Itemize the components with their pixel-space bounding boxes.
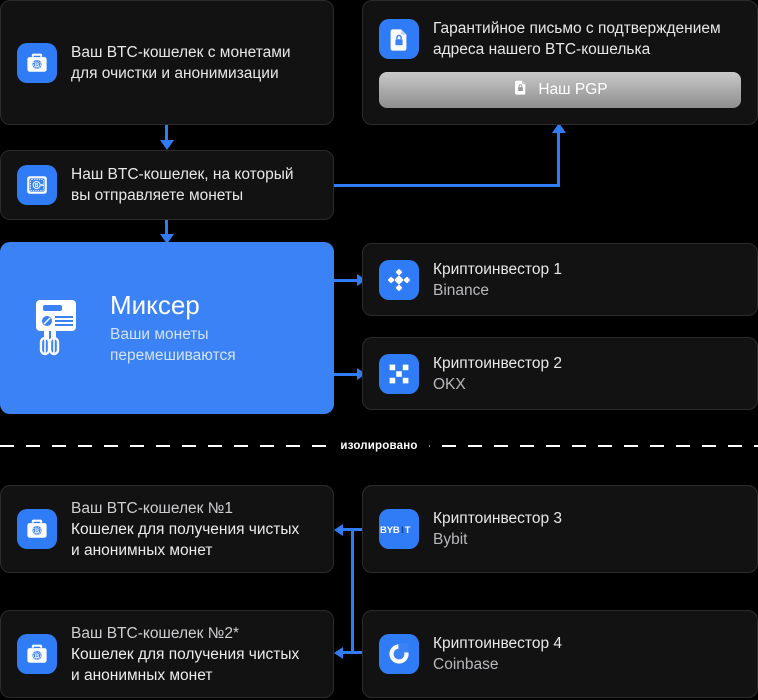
arrow-our-to-guarantee	[551, 123, 566, 133]
mixer-text: Миксер Ваши монеты перемешиваются	[110, 290, 236, 366]
btc-wallet-icon: B	[17, 42, 57, 83]
bybit-icon: BYB I T	[379, 509, 419, 549]
connector-investor3-to-bus	[351, 528, 362, 531]
card-guarantee-letter[interactable]: Гарантийное письмо с подтверждением адре…	[362, 0, 758, 125]
connector-our-to-guarantee-h	[334, 183, 560, 187]
investor-1-label: Криптоинвестор 1 Binance	[433, 259, 562, 301]
guarantee-header: Гарантийное письмо с подтверждением адре…	[379, 18, 741, 60]
investor-2-label: Криптоинвестор 2 OKX	[433, 353, 562, 395]
connector-source-to-our	[165, 125, 168, 143]
binance-icon	[379, 259, 419, 300]
okx-icon	[379, 353, 419, 394]
connector-investor4-to-bus	[351, 651, 362, 654]
clean-wallet-1-line3: и анонимных монет	[71, 541, 213, 559]
mixer-title: Миксер	[110, 290, 200, 320]
card-investor-4[interactable]: Криптоинвестор 4 Coinbase	[362, 610, 758, 698]
investor-4-title: Криптоинвестор 4	[433, 635, 562, 652]
clean-wallet-2-line2: Кошелек для получения чистых	[71, 645, 300, 663]
svg-text:BYB: BYB	[380, 525, 400, 536]
clean-wallet-2-label: Ваш BTC-кошелек №2* Кошелек для получени…	[71, 623, 299, 686]
document-lock-icon	[379, 18, 419, 59]
our-wallet-line2: вы отправляете монеты	[71, 187, 244, 204]
connector-our-to-guarantee-v	[557, 132, 560, 186]
investor-2-title: Криптоинвестор 2	[433, 354, 562, 372]
our-pgp-button-label: Наш PGP	[538, 80, 608, 98]
clean-wallet-1-title: Ваш BTC-кошелек №1	[71, 499, 233, 517]
document-lock-small-icon	[512, 78, 529, 101]
investor-4-exchange: Coinbase	[433, 656, 499, 673]
svg-text:B: B	[35, 183, 39, 189]
arrow-mixer-to-investor1	[357, 274, 366, 286]
mixer-sub-line1: Ваши монеты	[110, 326, 209, 343]
arrow-mixer-to-investor2	[357, 368, 366, 380]
mixer-sub-line2: перемешиваются	[110, 347, 236, 364]
our-pgp-button[interactable]: Наш PGP	[379, 71, 741, 108]
arrow-to-clean-wallet-1	[334, 523, 343, 536]
investor-1-title: Криптоинвестор 1	[433, 260, 562, 278]
svg-text:T: T	[405, 525, 411, 536]
arrow-our-to-mixer	[159, 234, 174, 244]
arrow-source-to-our	[159, 140, 174, 150]
our-wallet-line1: Наш BTC-кошелек, на который	[71, 166, 294, 183]
connector-mixer-to-investor1	[334, 278, 360, 282]
clean-wallet-2-title: Ваш BTC-кошелек №2*	[71, 624, 240, 642]
svg-text:I: I	[401, 525, 404, 536]
svg-text:B: B	[35, 529, 40, 535]
svg-text:B: B	[35, 63, 40, 69]
card-clean-wallet-2[interactable]: B Ваш BTC-кошелек №2* Кошелек для получе…	[0, 610, 334, 698]
btc-wallet-icon: B	[17, 634, 57, 674]
card-investor-2[interactable]: Криптоинвестор 2 OKX	[362, 337, 758, 410]
btc-wallet-icon: B	[17, 509, 57, 549]
mixer-icon	[34, 295, 92, 362]
investor-4-label: Криптоинвестор 4 Coinbase	[433, 633, 562, 675]
card-source-wallet[interactable]: B Ваш BTC-кошелек с монетами для очистки…	[0, 0, 334, 125]
source-wallet-line1: Ваш BTC-кошелек с монетами	[71, 43, 291, 61]
coinbase-icon	[379, 634, 419, 674]
card-clean-wallet-1[interactable]: B Ваш BTC-кошелек №1 Кошелек для получен…	[0, 485, 334, 573]
guarantee-line2: адреса нашего BTC-кошелька	[433, 40, 651, 58]
svg-text:B: B	[35, 654, 40, 660]
source-wallet-line2: для очистки и анонимизации	[71, 64, 279, 82]
guarantee-line1: Гарантийное письмо с подтверждением	[433, 19, 721, 37]
investor-3-exchange: Bybit	[433, 531, 468, 548]
card-our-wallet[interactable]: B Наш BTC-кошелек, на который вы отправл…	[0, 150, 334, 220]
connector-our-to-mixer	[165, 220, 168, 237]
clean-wallet-2-line3: и анонимных монет	[71, 666, 213, 684]
connector-bus-to-clean-wallet-1	[338, 528, 354, 531]
connector-bus-to-clean-wallet-2	[338, 651, 354, 654]
arrow-to-clean-wallet-2	[334, 646, 343, 659]
connector-mixer-to-investor2	[334, 372, 360, 376]
card-investor-3[interactable]: BYB I T Криптоинвестор 3 Bybit	[362, 485, 758, 573]
source-wallet-label: Ваш BTC-кошелек с монетами для очистки и…	[71, 42, 291, 84]
card-investor-1[interactable]: Криптоинвестор 1 Binance	[362, 243, 758, 316]
guarantee-label: Гарантийное письмо с подтверждением адре…	[433, 18, 721, 60]
investor-2-exchange: OKX	[433, 375, 466, 393]
clean-wallet-1-label: Ваш BTC-кошелек №1 Кошелек для получения…	[71, 498, 299, 561]
our-wallet-label: Наш BTC-кошелек, на который вы отправляе…	[71, 164, 294, 206]
safe-vault-icon: B	[17, 165, 57, 205]
clean-wallet-1-line2: Кошелек для получения чистых	[71, 520, 300, 538]
investor-3-label: Криптоинвестор 3 Bybit	[433, 508, 562, 550]
card-mixer[interactable]: Миксер Ваши монеты перемешиваются	[0, 242, 334, 414]
investor-1-exchange: Binance	[433, 281, 490, 299]
investor-3-title: Криптоинвестор 3	[433, 510, 562, 527]
isolation-divider-label: изолировано	[328, 439, 430, 453]
connector-bottom-bus	[351, 528, 354, 654]
